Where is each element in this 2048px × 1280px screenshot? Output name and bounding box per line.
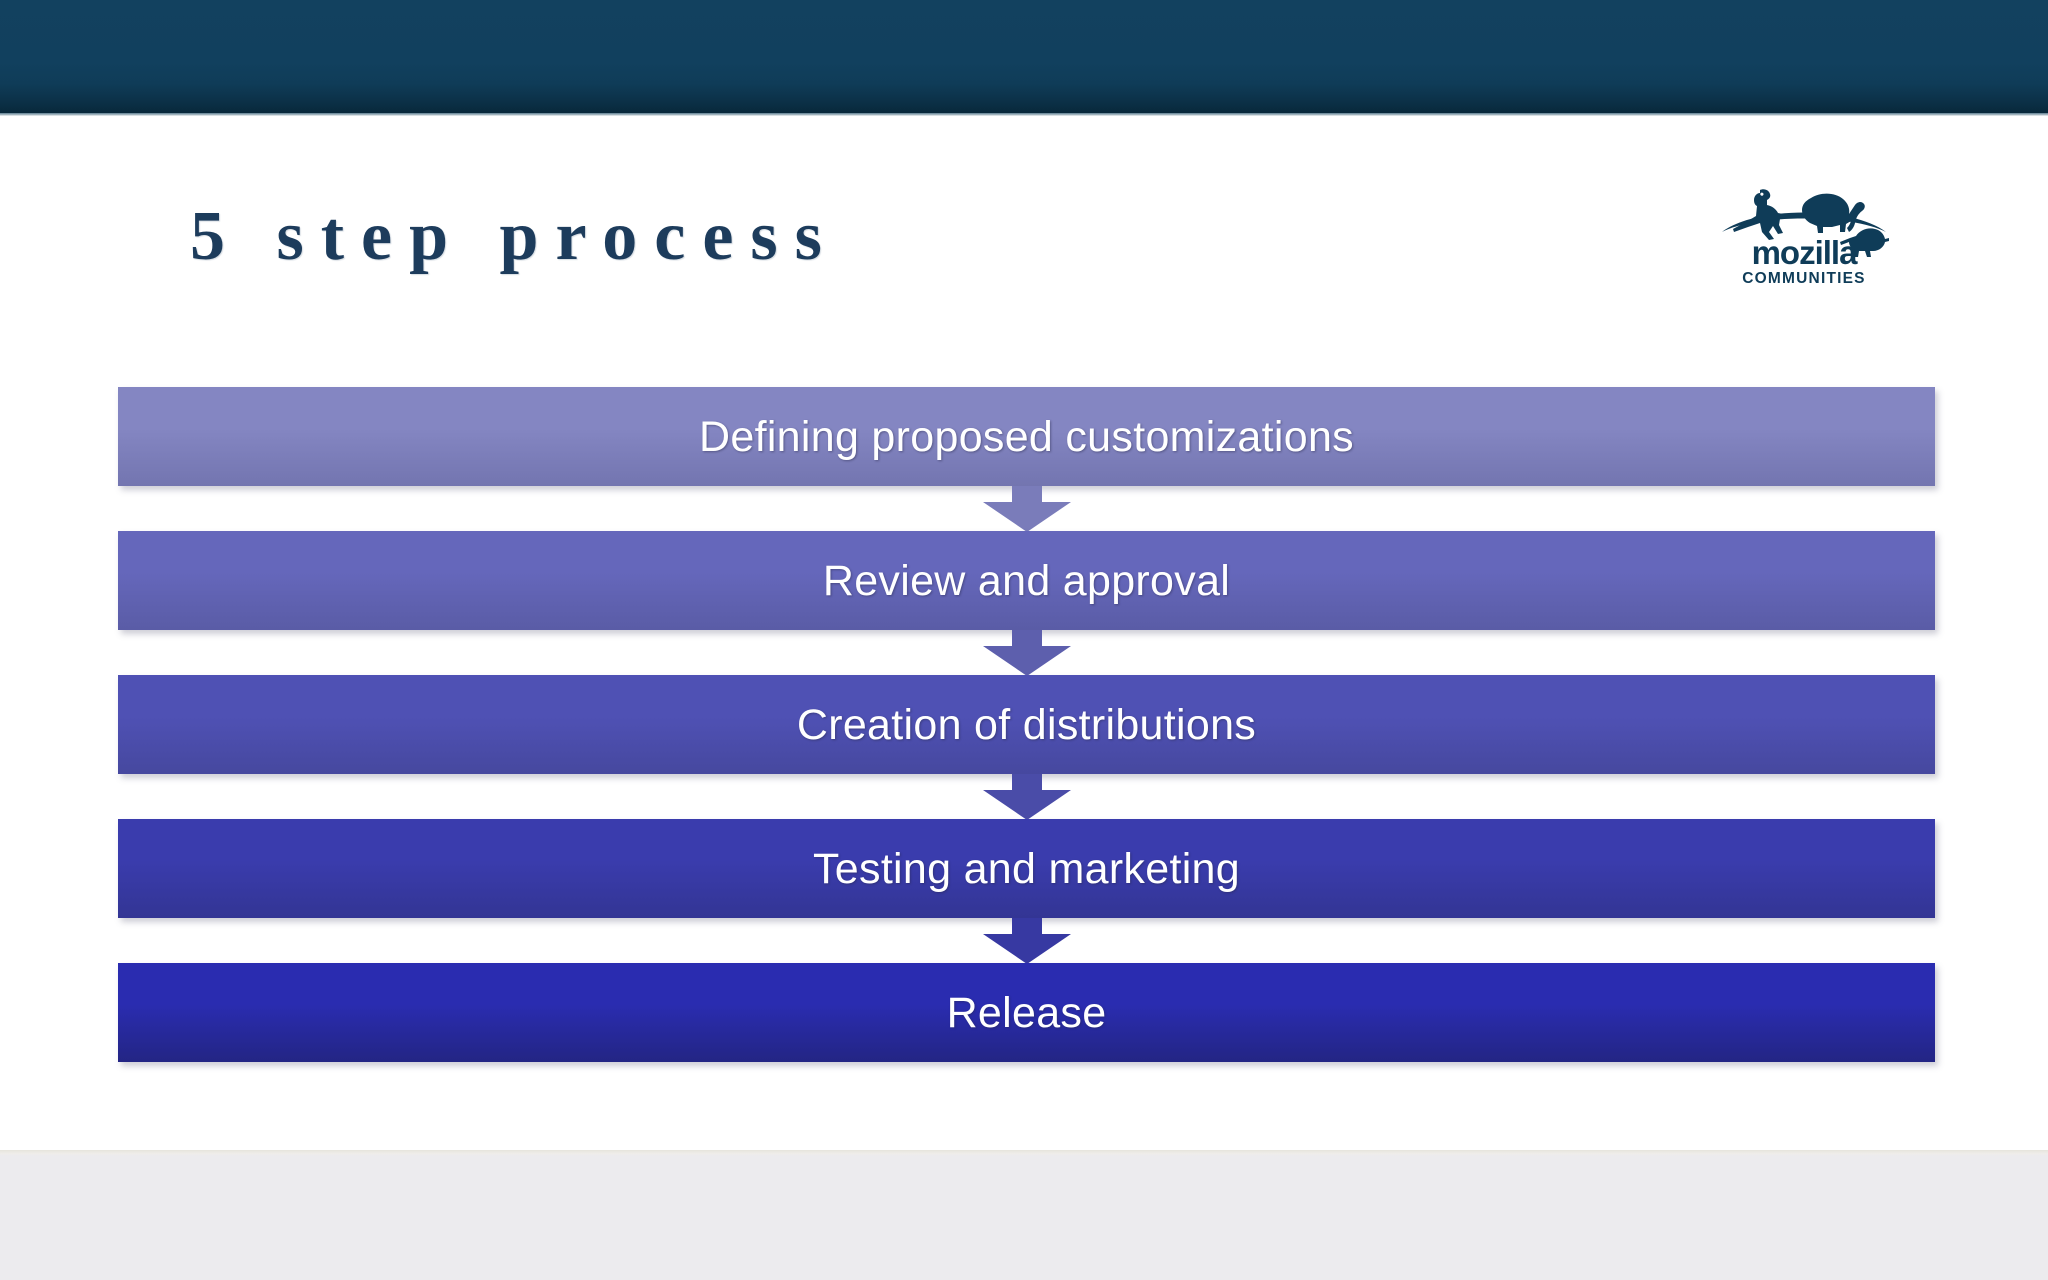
process-bar-1[interactable]: Defining proposed customizations bbox=[118, 387, 1935, 486]
process-step-2-label: Review and approval bbox=[822, 556, 1231, 605]
five-step-process-diagram: Defining proposed customizations Review … bbox=[118, 387, 1935, 1062]
process-step-5-label: Release bbox=[946, 988, 1107, 1037]
mozilla-communities-logo: mozilla COMMUNITIES bbox=[1716, 176, 1892, 288]
slide-canvas: 5 step process mozilla COMMUNITIES bbox=[0, 0, 2048, 1150]
process-bar-2[interactable]: Review and approval bbox=[118, 531, 1935, 630]
page-title: 5 step process bbox=[190, 198, 839, 275]
process-arrow-1 bbox=[982, 486, 1071, 532]
process-bar-3[interactable]: Creation of distributions bbox=[118, 675, 1935, 774]
process-step-1[interactable]: Defining proposed customizations bbox=[118, 387, 1935, 486]
logo-subtitle: COMMUNITIES bbox=[1742, 270, 1865, 287]
header-band bbox=[0, 0, 2048, 113]
process-step-2[interactable]: Review and approval bbox=[118, 531, 1935, 630]
process-step-4[interactable]: Testing and marketing bbox=[118, 819, 1935, 918]
process-arrow-4 bbox=[982, 918, 1071, 964]
process-step-3[interactable]: Creation of distributions bbox=[118, 675, 1935, 774]
page-surround bbox=[0, 1156, 2048, 1280]
process-step-5[interactable]: Release bbox=[118, 963, 1935, 1062]
process-step-4-label: Testing and marketing bbox=[813, 844, 1240, 893]
process-step-3-label: Creation of distributions bbox=[796, 700, 1257, 749]
process-arrow-3 bbox=[982, 774, 1071, 820]
process-arrow-2 bbox=[982, 630, 1071, 676]
slide-bottom-edge bbox=[0, 1150, 2048, 1156]
logo-wordmark: mozilla bbox=[1752, 234, 1859, 271]
header-band-edge bbox=[0, 113, 2048, 116]
process-bar-4[interactable]: Testing and marketing bbox=[118, 819, 1935, 918]
process-bar-5[interactable]: Release bbox=[118, 963, 1935, 1062]
process-step-1-label: Defining proposed customizations bbox=[699, 412, 1354, 461]
